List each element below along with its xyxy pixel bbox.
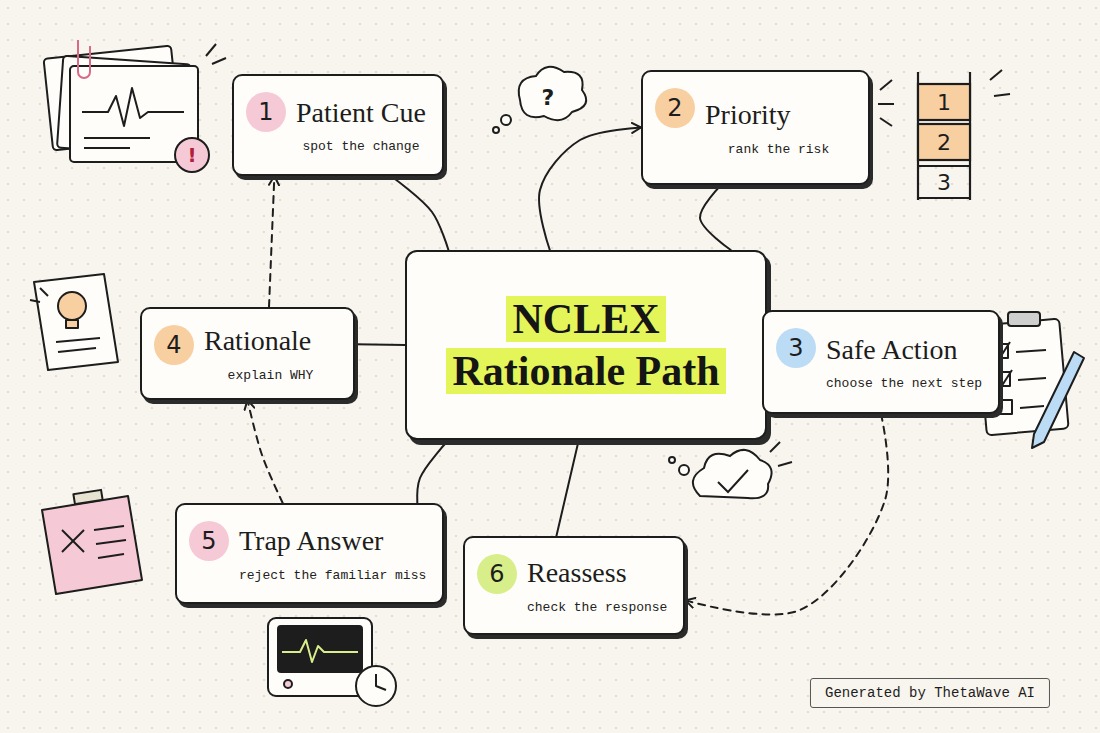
icon-symbol: ! [187,143,196,167]
thought-bubble [493,67,586,133]
step-heading: Trap Answer [239,524,426,558]
step-number-circle: 2 [655,88,695,128]
step-heading: Patient Cue [296,96,426,130]
step-heading: Safe Action [826,333,982,367]
step-box: Safe Action choose the next step 3 [762,310,1000,414]
step-box: Patient Cue spot the change 1 [232,74,444,176]
step-number-circle: 4 [154,325,194,365]
step-hint: explain WHY [204,368,337,383]
central-topic-box: NCLEX Rationale Path [405,250,767,440]
step-box: Reassess check the response 6 [463,536,685,635]
step-hint: check the response [527,600,667,615]
flow-arrow [685,414,888,615]
branch-line [556,440,578,536]
icon-symbol: ? [542,85,555,110]
step-box: Rationale explain WHY 4 [140,307,355,400]
branch-line [391,176,449,250]
branch-line [355,343,405,346]
monitor-icon [268,618,396,706]
step-hint: reject the familiar miss [239,568,426,583]
chart-icon [44,40,209,172]
branch-line [417,440,448,503]
flow-arrow [269,176,274,307]
step-hint: choose the next step [826,376,982,391]
wrong-note [42,490,142,594]
flow-arrow [539,128,641,251]
rank-number: 2 [937,130,951,155]
step-number-circle: 3 [776,328,816,368]
priority-ladder [918,72,970,200]
central-title: NCLEX Rationale Path [431,293,741,398]
step-hint: rank the risk [705,142,852,157]
step-number: 5 [201,527,216,555]
step-number: 3 [788,334,803,362]
lightbulb-icon [30,274,118,370]
branch-line [700,185,731,250]
step-number: 4 [166,331,181,359]
step-box: Priority rank the risk 2 [641,70,870,185]
step-heading: Priority [705,98,852,132]
step-hint: spot the change [296,139,426,154]
step-number: 1 [258,98,273,126]
watermark: Generated by ThetaWave AI [810,678,1050,708]
step-number: 6 [489,560,504,588]
rank-number: 3 [937,170,951,195]
step-box: Trap Answer reject the familiar miss 5 [175,503,444,604]
step-number-circle: 5 [189,521,229,561]
step-number-circle: 1 [246,92,286,132]
step-number-circle: 6 [477,554,517,594]
step-heading: Reassess [527,556,667,590]
check-cloud [669,442,792,498]
step-number: 2 [667,94,682,122]
step-heading: Rationale [204,324,337,358]
flow-arrow [248,400,283,503]
rank-number: 1 [937,90,951,115]
